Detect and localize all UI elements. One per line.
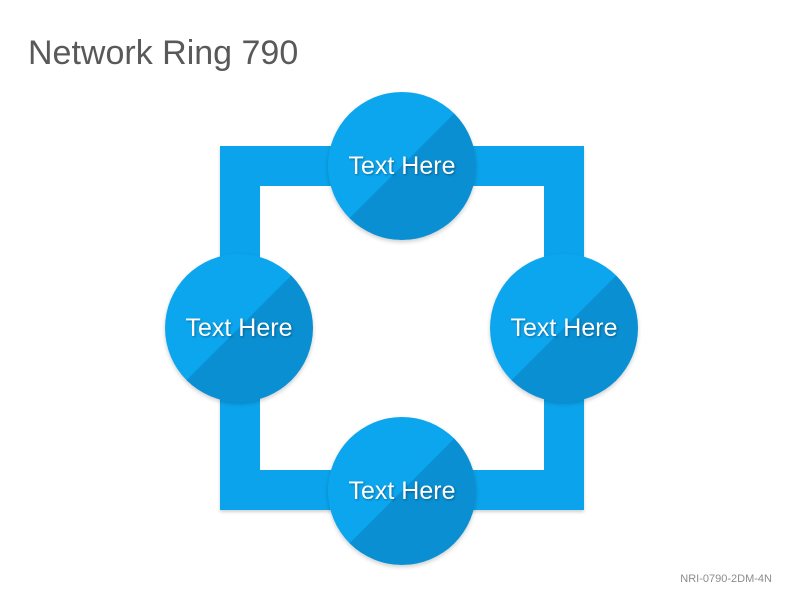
node-bottom-label: Text Here [348,476,456,505]
slide-code: NRI-0790-2DM-4N [680,573,772,585]
node-top-label: Text Here [348,151,456,180]
slide-title: Network Ring 790 [28,34,299,72]
node-left: Text Here [165,254,313,402]
node-right-label: Text Here [510,313,618,342]
node-bottom: Text Here [328,417,476,565]
node-right: Text Here [490,254,638,402]
node-top: Text Here [328,92,476,240]
node-left-label: Text Here [185,313,293,342]
